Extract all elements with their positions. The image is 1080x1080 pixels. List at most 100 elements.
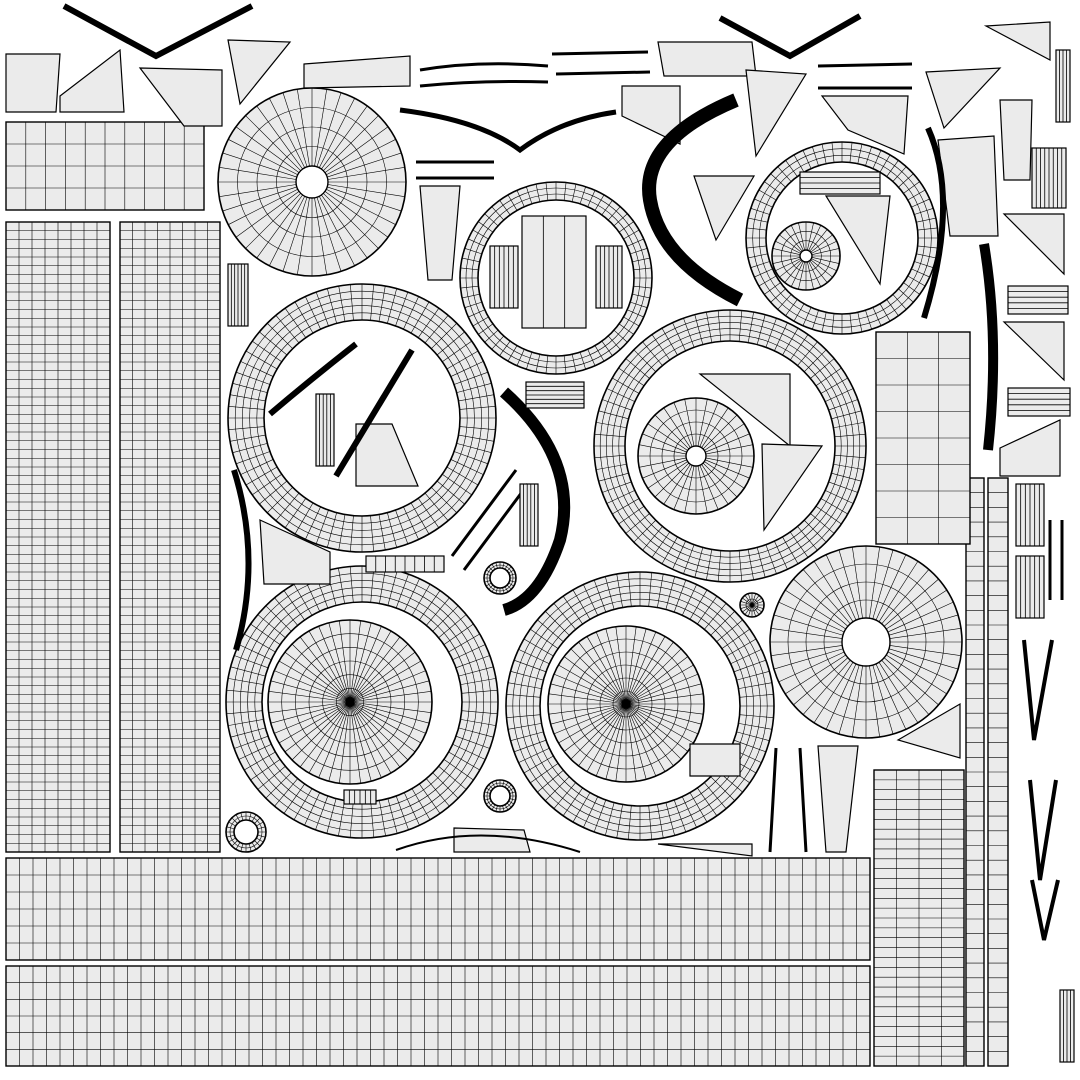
hinge-strip-right <box>718 13 862 60</box>
piece-right-col-c <box>1002 213 1065 276</box>
wheel-face-left-band <box>281 633 419 771</box>
wheel-face-left-band <box>308 660 392 744</box>
hatch-block-i-lines <box>1020 484 1040 546</box>
right-zigzag-c <box>1030 879 1060 941</box>
piece-top-mid <box>303 55 411 89</box>
tire-ring-bottom-left-band <box>232 572 492 832</box>
piece-left-mid <box>259 519 331 585</box>
left-vertical-strip-a <box>5 221 111 853</box>
piece-sliver <box>657 843 753 857</box>
bottom-horizontal-strip-b-grid <box>6 966 870 1066</box>
bent-strip-a <box>268 341 358 417</box>
left-vertical-strip-b-grid <box>120 222 220 852</box>
hatch-block-e-lines <box>523 484 535 546</box>
piece-mid-b <box>824 195 891 286</box>
tire-ring-bottom-left-band <box>240 580 484 824</box>
piece-top-right-a <box>657 41 757 77</box>
piece-center-tri <box>355 423 419 487</box>
curved-band-top <box>642 93 744 307</box>
piece-mid-a <box>693 175 756 242</box>
wire-mid <box>416 160 494 180</box>
wheel-face-left-band <box>295 647 405 757</box>
wheel-face-right-band <box>599 677 653 731</box>
right-thin-strip-b-grid <box>988 492 1008 1052</box>
hatch-block-l <box>365 555 445 573</box>
wheel-face-left-spokes <box>268 620 432 784</box>
tire-ring-bottom-right-band <box>526 592 754 820</box>
piece-top-left-d <box>227 39 292 106</box>
hatch-block-o <box>1059 989 1075 1063</box>
hatch-block-g-outline <box>1007 285 1069 315</box>
bottom-horizontal-strip-a <box>5 857 871 961</box>
hatch-block-c <box>595 245 623 309</box>
tire-ring-mid-left-radials <box>228 284 496 552</box>
tire-ring-mid-left-band <box>242 298 482 538</box>
wheel-face-mid-band <box>661 421 731 491</box>
fork-strip <box>399 107 617 154</box>
hatch-block-m <box>315 393 335 467</box>
tiny-ring-a-inner <box>489 567 511 589</box>
hatch-block-g <box>1007 285 1069 315</box>
wheel-face-small-hole <box>799 249 813 263</box>
hatch-block-f-lines <box>1035 148 1063 208</box>
piece-top-left-b <box>59 48 125 113</box>
tiny-ring-b-band <box>486 782 514 810</box>
hatch-block-h <box>1007 387 1071 417</box>
piece-top-right-d <box>820 95 909 155</box>
piece-top-left-c <box>138 67 223 127</box>
piece-top-right-f <box>983 21 1051 61</box>
radial-disc-right-band <box>787 563 945 721</box>
hatch-block-b-lines <box>494 246 514 308</box>
hatch-block-m-lines <box>319 394 331 466</box>
top-left-slab <box>5 121 205 211</box>
tiny-ring-c-band <box>229 815 263 849</box>
right-lower-panel <box>873 769 965 1067</box>
small-rim-ring-right-band <box>759 155 925 321</box>
tiny-ring-b <box>483 779 517 813</box>
piece-top-right-e <box>925 67 1002 130</box>
hatch-block-a <box>227 263 249 327</box>
hatch-block-f <box>1031 147 1067 209</box>
hatch-block-e-outline <box>519 483 539 547</box>
right-thin-strip-a <box>965 477 985 1067</box>
hatch-block-h-lines <box>1008 393 1070 411</box>
top-left-slab-grid <box>6 122 204 210</box>
wheel-face-left-band <box>322 674 378 730</box>
piece-low-a <box>689 743 741 777</box>
bottom-horizontal-strip-a-grid <box>6 858 870 960</box>
tiny-ring-c <box>225 811 267 853</box>
piece-right-col-a <box>999 99 1033 181</box>
right-lower-panel-grid <box>874 770 964 1066</box>
piece-mid-d <box>761 443 824 532</box>
piece-mid-c <box>698 373 791 448</box>
radial-disc-top-band <box>237 107 387 257</box>
tire-ring-mid-right-band <box>618 334 842 558</box>
radial-disc-right-band <box>805 581 927 703</box>
small-rim-ring-right-radials <box>746 142 938 334</box>
piece-sliver-b <box>453 827 531 853</box>
curved-band-mid <box>499 387 571 616</box>
diagonal-wire <box>450 469 530 571</box>
radial-disc-top-hole <box>295 165 329 199</box>
right-zigzag-b <box>1028 779 1058 881</box>
tire-ring-bottom-right-band <box>519 585 761 827</box>
wheel-face-mid-band <box>649 409 743 503</box>
radial-disc-right-hole <box>841 617 891 667</box>
tiny-ring-a <box>483 561 517 595</box>
radial-disc-top-band <box>256 126 368 238</box>
uv-island-group <box>5 3 1075 1067</box>
tire-ring-bottom-right-radials <box>506 572 774 840</box>
small-rim-ring-band <box>465 187 647 369</box>
tire-ring-bottom-left-radials <box>226 566 498 838</box>
hatch-block-j <box>1015 555 1045 619</box>
small-rim-ring-radials <box>460 182 652 374</box>
tire-ring-mid-left-band <box>256 312 468 524</box>
hatch-block-h-outline <box>1007 387 1071 417</box>
wheel-face-right-spokes <box>548 626 704 782</box>
center-grid-block-outline <box>521 215 587 329</box>
hatch-block-j-lines <box>1020 556 1040 618</box>
right-thin-strip-b <box>987 477 1009 1067</box>
tire-ring-mid-right-radials <box>594 310 866 582</box>
piece-right-col-e <box>999 419 1061 477</box>
right-long-strip <box>979 243 999 451</box>
